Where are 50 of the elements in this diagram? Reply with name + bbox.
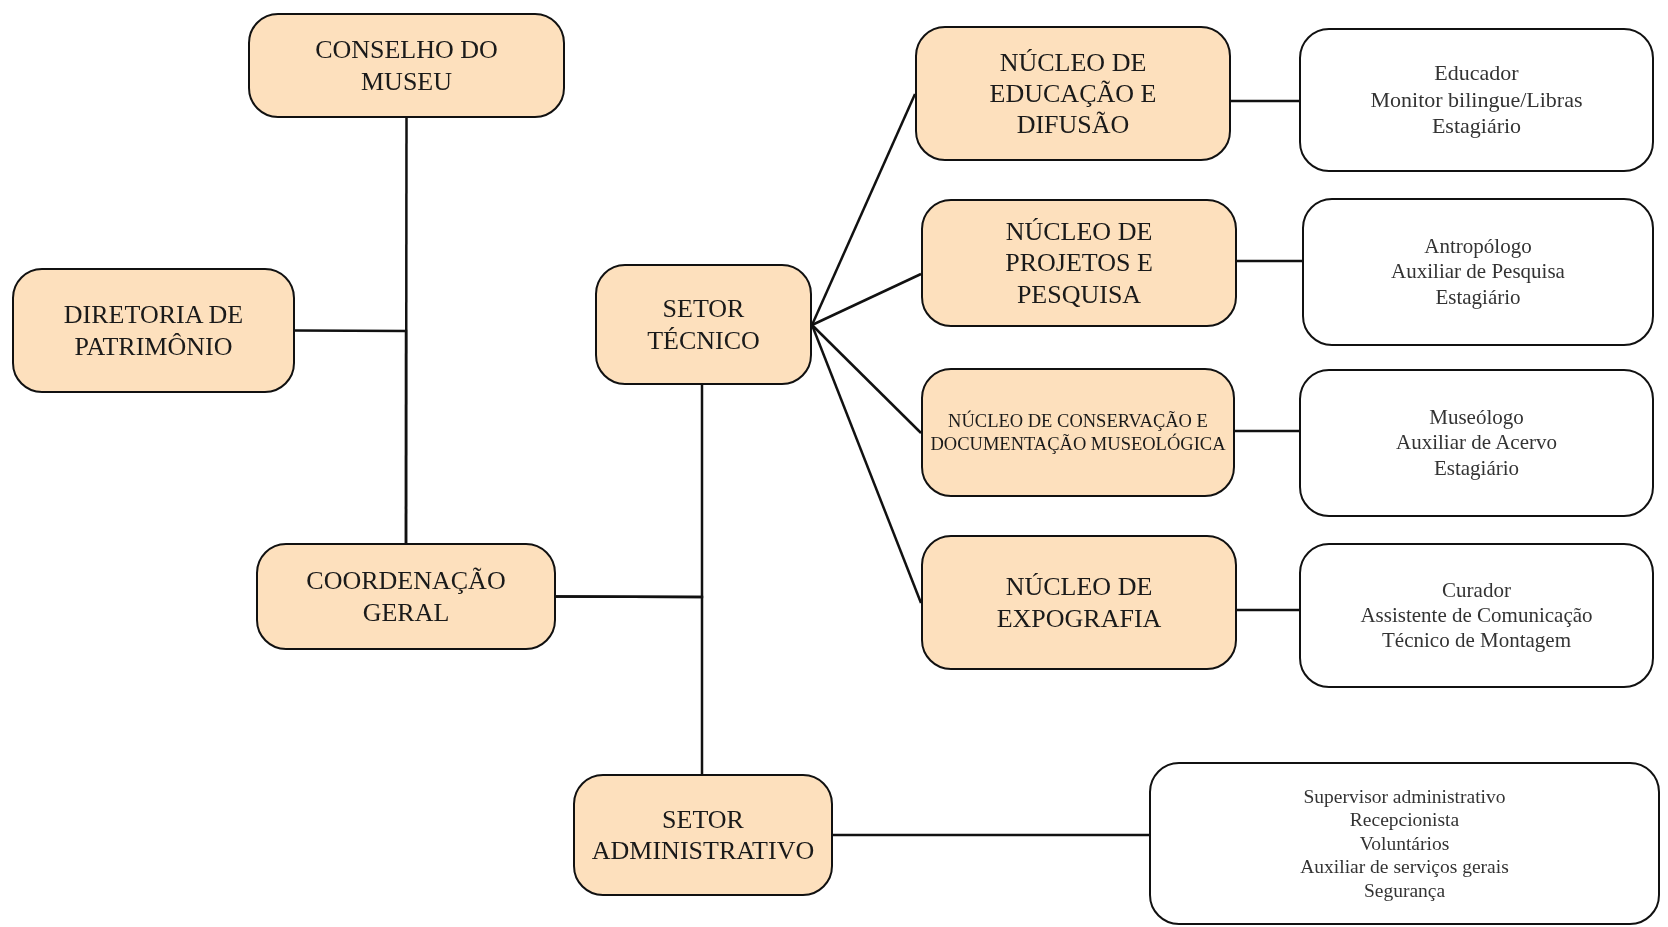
staff-role: Museólogo [1429, 405, 1524, 431]
org-unit-box [573, 774, 833, 896]
org-unit-box [921, 535, 1237, 670]
connector-line [295, 329, 408, 543]
staff-list-box [1149, 762, 1660, 925]
org-unit-box [921, 199, 1237, 327]
unit-name: SETOR ADMINISTRATIVO [590, 803, 816, 867]
staff-list-box [1299, 369, 1654, 517]
staff-role: Assistente de Comunicação [1360, 602, 1593, 629]
unit-name: DIRETORIA DE PATRIMÔNIO [62, 299, 245, 362]
unit-name: CONSELHO DO MUSEU [314, 34, 499, 97]
staff-role: Estagiário [1433, 455, 1520, 481]
unit-name: COORDENAÇÃO GERAL [305, 565, 507, 628]
connector-line [810, 93, 917, 326]
connector-line [811, 272, 922, 327]
unit-name: NÚCLEO DE EXPOGRAFIA [995, 571, 1163, 634]
staff-role: Voluntários [1359, 831, 1450, 856]
org-unit-box [12, 268, 295, 393]
org-unit-box [915, 26, 1231, 161]
connector-line [833, 833, 1149, 837]
staff-role: Técnico de Montagem [1382, 628, 1571, 654]
staff-list-box [1302, 198, 1654, 346]
staff-role: Segurança [1363, 878, 1446, 902]
staff-role: Curador [1442, 577, 1511, 603]
org-unit-box [595, 264, 812, 385]
org-unit-box [921, 368, 1235, 497]
connector-line [811, 324, 922, 434]
connector-line [1235, 429, 1299, 433]
staff-role: Monitor bilingue/Libras [1370, 86, 1583, 114]
org-unit-box [248, 13, 565, 118]
staff-role: Supervisor administrativo [1303, 785, 1506, 809]
unit-name: NÚCLEO DE CONSERVAÇÃO E DOCUMENTAÇÃO MUSEOLÓGICA [929, 410, 1227, 455]
staff-role: Auxiliar de Acervo [1396, 430, 1557, 456]
staff-list-box [1299, 28, 1654, 172]
connector-line [1237, 608, 1299, 612]
connector-line [1237, 259, 1302, 263]
staff-role: Recepcionista [1349, 808, 1460, 832]
staff-role: Antropólogo [1424, 234, 1532, 260]
staff-role: Educador [1434, 60, 1519, 87]
unit-name: SETOR TÉCNICO [646, 293, 761, 356]
org-unit-box [256, 543, 556, 650]
staff-role: Auxiliar de serviços gerais [1300, 855, 1509, 879]
staff-role: Estagiário [1431, 113, 1522, 140]
staff-role: Auxiliar de Pesquisa [1391, 259, 1565, 285]
staff-role: Estagiário [1435, 284, 1521, 310]
connector-line [556, 595, 704, 774]
unit-name: NÚCLEO DE PROJETOS E PESQUISA [1004, 216, 1154, 310]
unit-name: NÚCLEO DE EDUCAÇÃO E DIFUSÃO [988, 46, 1158, 141]
connector-line [1231, 99, 1299, 103]
staff-list-box [1299, 543, 1654, 688]
